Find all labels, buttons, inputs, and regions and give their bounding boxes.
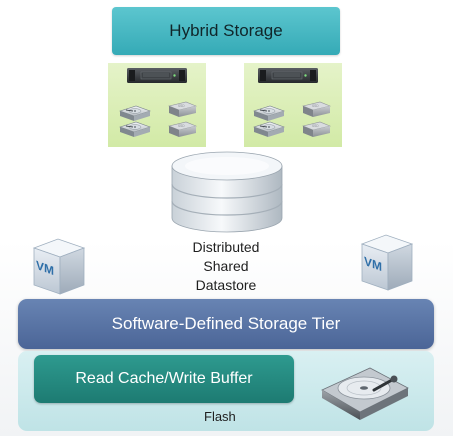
vm-cube-left: VM	[28, 236, 90, 298]
datastore-label: Distributed Shared Datastore	[166, 238, 286, 295]
hard-drive-icon	[119, 121, 151, 138]
server-rack-icon	[126, 67, 188, 84]
hard-drive-icon	[253, 105, 285, 122]
datastore-cylinder-icon	[171, 151, 283, 233]
server-rack-icon	[257, 67, 319, 84]
open-hard-disk-icon	[321, 367, 409, 420]
datastore-label-line: Datastore	[195, 277, 257, 293]
ssd-icon	[302, 121, 331, 138]
hybrid-storage-title: Hybrid Storage	[112, 7, 340, 55]
storage-tier-bar: Software-Defined Storage Tier	[18, 299, 434, 349]
ssd-icon	[302, 101, 331, 118]
server-node-right-graphic	[253, 67, 331, 138]
ssd-icon	[168, 101, 197, 118]
ssd-icon	[168, 121, 197, 138]
server-node-left	[108, 63, 206, 147]
server-node-left-graphic	[119, 67, 197, 138]
hard-drive-icon	[119, 105, 151, 122]
read-cache-write-buffer-box: Read Cache/Write Buffer	[34, 355, 294, 403]
datastore-label-line: Distributed	[192, 239, 260, 255]
flash-label: Flash	[204, 409, 236, 424]
hard-drive-icon	[253, 121, 285, 138]
server-node-right	[244, 63, 342, 147]
vm-cube-right: VM	[356, 232, 418, 294]
datastore-label-line: Shared	[203, 258, 249, 274]
